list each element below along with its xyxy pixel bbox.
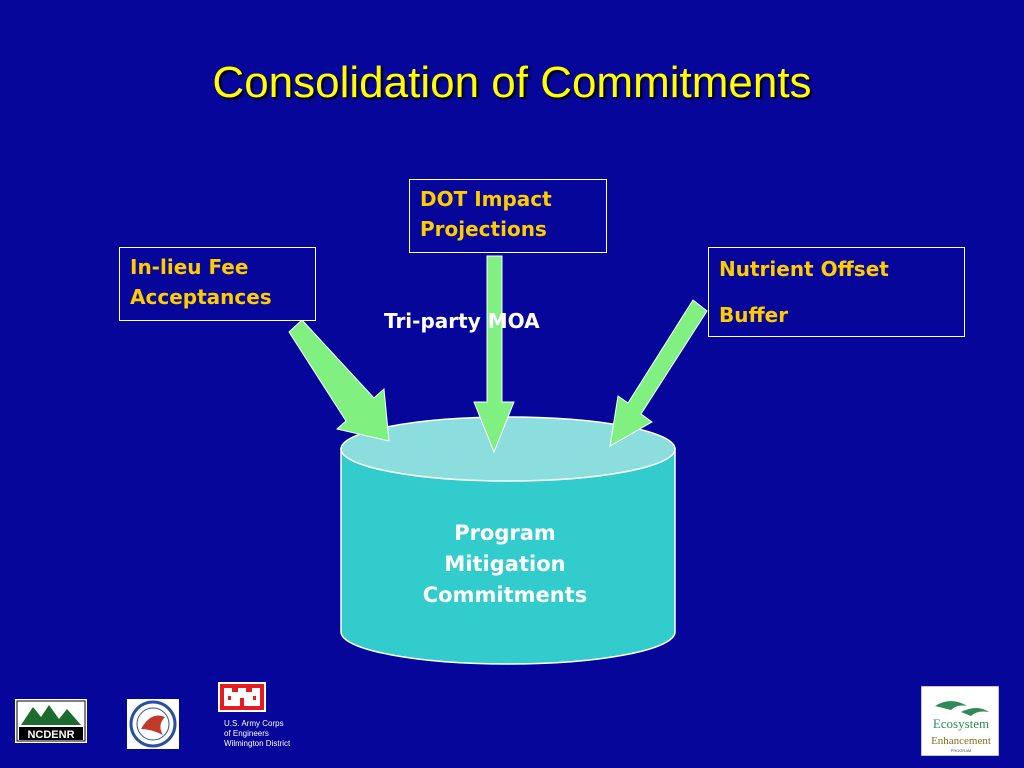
usace-caption: U.S. Army Corps of Engineers Wilmington …: [224, 719, 290, 749]
usace-line-3: Wilmington District: [224, 739, 291, 748]
cylinder-line-2: Mitigation: [444, 552, 566, 576]
inlieu-line-2: Acceptances: [130, 285, 272, 309]
nutrient-line-1: Nutrient Offset: [719, 257, 889, 281]
slide-title: Consolidation of Commitments: [212, 58, 812, 107]
arrow-from-nutrient: [609, 299, 708, 447]
arrow-from-inlieu: [288, 319, 390, 442]
nutrient-offset-box: Nutrient Offset Buffer: [708, 247, 965, 337]
ncdot-logo: [127, 699, 179, 749]
dot-line-2: Projections: [420, 217, 547, 241]
inlieu-line-1: In-lieu Fee: [130, 255, 249, 279]
dot-line-1: DOT Impact: [420, 187, 552, 211]
tri-party-moa-label: Tri-party MOA: [384, 309, 540, 333]
ncdenr-text: NCDENR: [27, 729, 74, 741]
cylinder-line-3: Commitments: [422, 583, 588, 607]
eep-text-small: PROGRAM: [951, 748, 972, 753]
nutrient-line-2: Buffer: [719, 303, 789, 327]
usace-castle-logo: [218, 682, 266, 712]
inlieu-fee-box: In-lieu Fee Acceptances: [119, 247, 316, 321]
eep-text-top: Ecosystem: [933, 716, 989, 731]
cylinder-shape: [340, 416, 676, 665]
usace-line-1: U.S. Army Corps: [224, 719, 284, 728]
arrow-from-dot: [473, 255, 515, 454]
dot-impact-box: DOT Impact Projections: [409, 179, 607, 253]
eep-text-bottom: Enhancement: [931, 735, 991, 747]
cylinder-label: Program Mitigation Commitments: [380, 518, 630, 611]
usace-line-2: of Engineers: [224, 729, 269, 738]
ncdenr-logo: NCDENR: [15, 699, 87, 743]
cylinder-line-1: Program: [454, 521, 556, 545]
eep-logo: Ecosystem Enhancement PROGRAM: [920, 685, 1000, 757]
